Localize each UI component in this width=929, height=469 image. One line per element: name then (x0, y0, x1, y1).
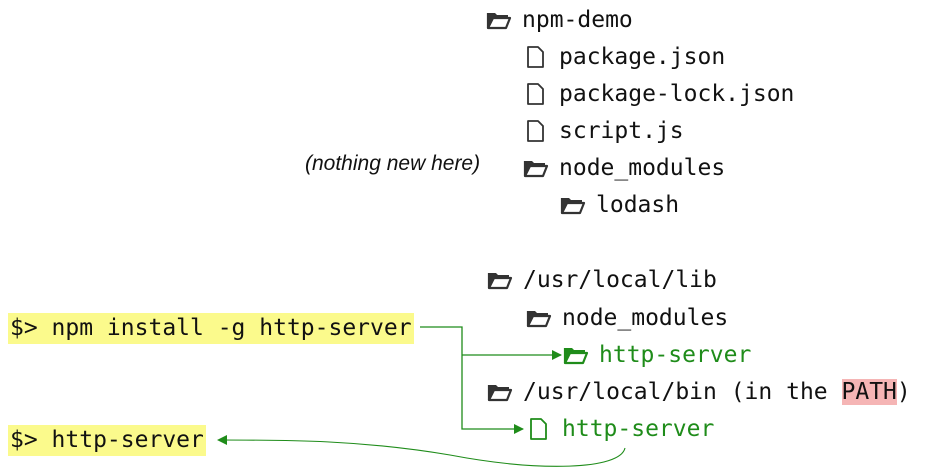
folder-label: /usr/local/bin (in the (523, 379, 842, 405)
file-label: script.js (559, 118, 684, 144)
folder-label: npm-demo (522, 7, 633, 33)
folder-usr-local-lib: /usr/local/lib (487, 265, 717, 295)
file-package-json: package.json (523, 42, 725, 72)
folder-label: /usr/local/lib (523, 267, 717, 293)
folder-label: lodash (596, 192, 680, 218)
node-modules-note: (nothing new here) (305, 152, 481, 175)
folder-label: node_modules (559, 155, 726, 181)
folder-usr-local-bin: /usr/local/bin (in the PATH) (487, 377, 911, 407)
file-label: http-server (562, 416, 715, 442)
bin-to-run-arrow (217, 435, 626, 467)
folder-label: http-server (599, 342, 752, 368)
path-highlight: PATH (841, 379, 897, 405)
folder-npm-demo: npm-demo (486, 5, 633, 35)
folder-lodash: lodash (560, 190, 679, 220)
folder-label: node_modules (562, 305, 729, 331)
folder-global-node-modules: node_modules (526, 303, 728, 333)
install-to-bin-arrow (420, 326, 524, 434)
file-package-lock-json: package-lock.json (523, 79, 794, 109)
file-http-server-bin: http-server (526, 414, 714, 444)
folder-node-modules: node_modules (523, 153, 725, 183)
folder-label-suffix: ) (896, 379, 911, 405)
file-label: package.json (559, 44, 726, 70)
folder-http-server: http-server (563, 340, 751, 370)
file-script-js: script.js (523, 116, 684, 146)
install-command: $> npm install -g http-server (8, 313, 414, 344)
file-label: package-lock.json (559, 81, 795, 107)
run-command: $> http-server (8, 425, 206, 456)
